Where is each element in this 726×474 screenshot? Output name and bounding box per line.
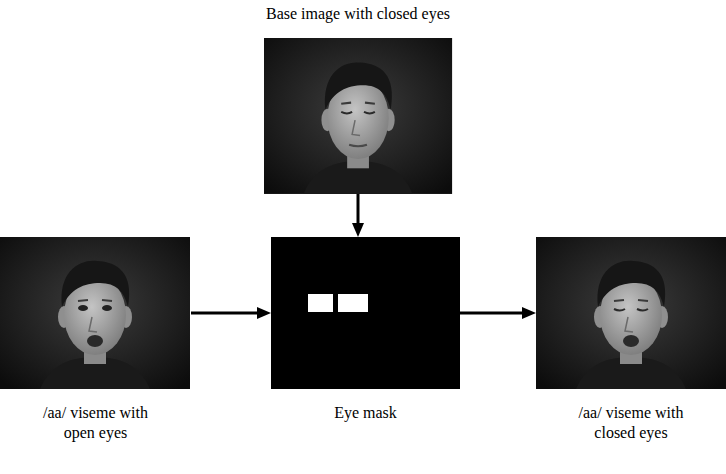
image-panel: /aa/ viseme with open eyes — [0, 237, 191, 443]
image-caption: /aa/ viseme with open eyes — [33, 403, 158, 443]
flow-arrow — [460, 312, 528, 315]
image-caption: Base image with closed eyes — [264, 4, 452, 24]
image-panel: Eye mask — [271, 237, 460, 423]
flow-arrow — [191, 312, 263, 315]
eye-mask-image — [271, 237, 460, 389]
image-caption: Eye mask — [303, 403, 428, 423]
image-panel: /aa/ viseme with closed eyes — [536, 237, 726, 443]
closed-eyes-photo — [536, 237, 726, 389]
base-photo — [264, 38, 452, 194]
image-area — [271, 237, 460, 389]
image-panel: Base image with closed eyes — [264, 4, 452, 194]
image-area — [264, 38, 452, 194]
flow-arrow — [357, 194, 360, 229]
image-area — [0, 237, 191, 389]
image-caption: /aa/ viseme with closed eyes — [569, 403, 694, 443]
open-eyes-photo — [0, 237, 190, 389]
image-area — [536, 237, 726, 389]
